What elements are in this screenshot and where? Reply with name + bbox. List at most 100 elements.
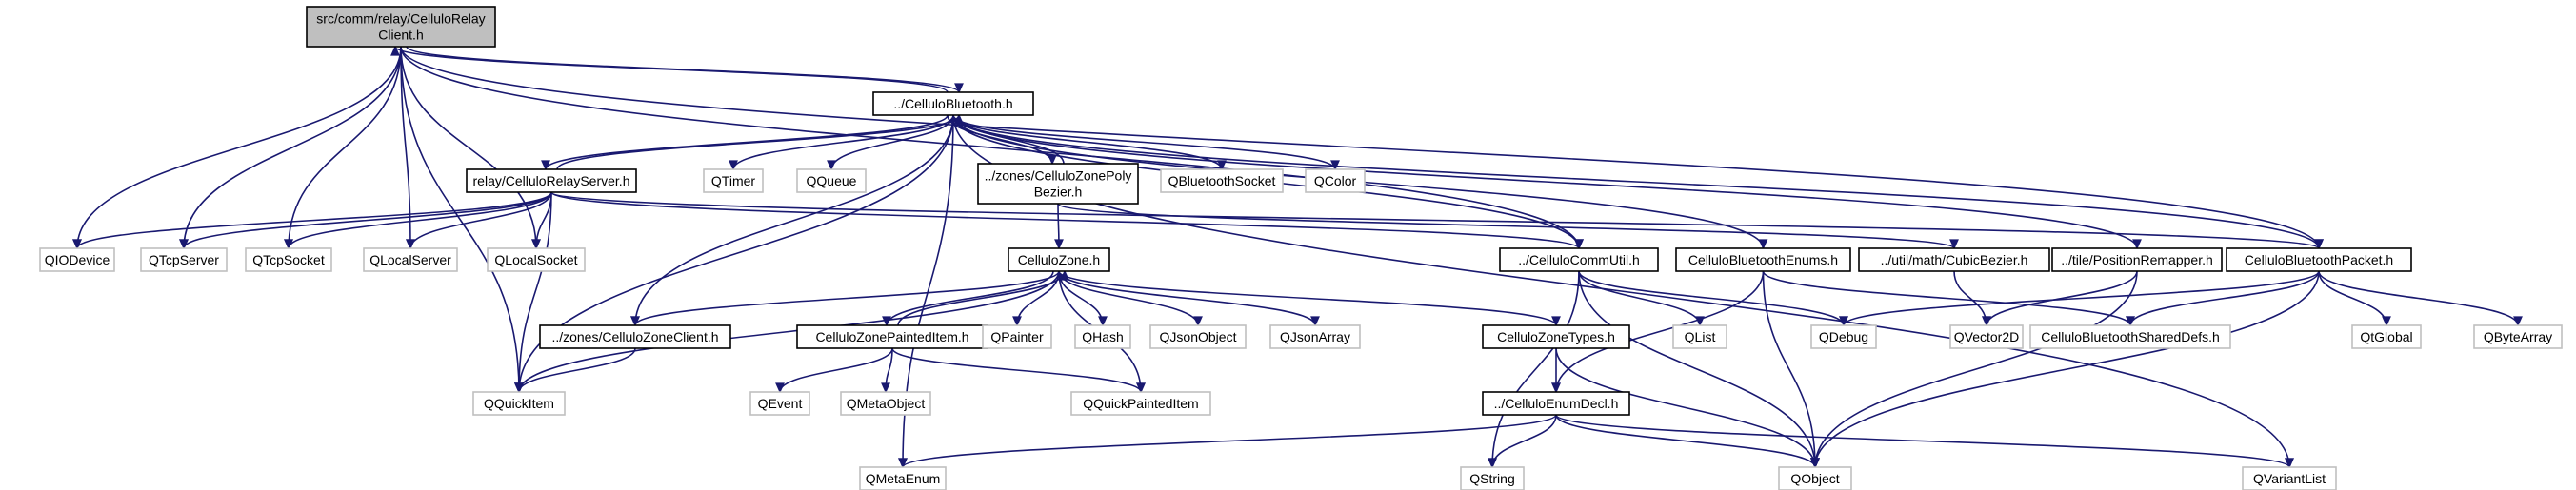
node-qtimer: QTimer — [703, 168, 764, 193]
node-zone[interactable]: CelluloZone.h — [1008, 247, 1110, 272]
node-qdebug: QDebug — [1810, 324, 1877, 349]
node-label: QQueue — [807, 173, 857, 188]
node-btpacket[interactable]: CelluloBluetoothPacket.h — [2226, 247, 2412, 272]
node-qjsonarray: QJsonArray — [1269, 324, 1361, 349]
edge-btpacket-to-qbytearray — [2318, 270, 2523, 327]
node-bluetooth[interactable]: ../CelluloBluetooth.h — [872, 91, 1034, 116]
edge-btpacket-to-qdebug — [1839, 270, 2320, 327]
edge-bluetooth-to-qcolor — [952, 114, 1340, 171]
node-btenums[interactable]: CelluloBluetoothEnums.h — [1675, 247, 1851, 272]
edge-zonepainted-to-zone — [897, 269, 1069, 326]
node-qmetaenum: QMetaEnum — [859, 466, 947, 490]
node-label: QHash — [1082, 329, 1124, 344]
node-zoneclient[interactable]: ../zones/CelluloZoneClient.h — [539, 324, 731, 349]
node-label: CelluloBluetoothEnums.h — [1688, 252, 1838, 267]
node-cubicbezier[interactable]: ../util/math/CubicBezier.h — [1858, 247, 2050, 272]
node-qhash: QHash — [1074, 324, 1131, 349]
node-label: ../zones/CelluloZoneClient.h — [551, 329, 718, 344]
edge-commutil-to-qdebug — [1578, 270, 1848, 327]
node-qcolor: QColor — [1305, 168, 1366, 193]
edge-zonepoly-to-bluetooth — [954, 113, 1065, 165]
node-label: QMetaEnum — [866, 471, 941, 486]
edge-bluetooth-to-relay_server — [541, 114, 949, 171]
edge-btpacket-to-shareddefs — [2126, 270, 2320, 327]
node-label: QVector2D — [1954, 329, 2019, 344]
edge-zone-to-qpainter — [1012, 270, 1060, 327]
node-label: ../CelluloEnumDecl.h — [1494, 396, 1619, 411]
edge-relay_client-to-qtcpserver — [179, 46, 402, 250]
node-qlocalsocket: QLocalSocket — [487, 247, 586, 272]
edge-zone-to-qjsonarray — [1058, 270, 1320, 327]
node-qtcpserver: QTcpServer — [140, 247, 228, 272]
edge-relay_server-to-qlocalserver — [406, 191, 552, 250]
edge-bluetooth-to-qqueue — [827, 114, 954, 171]
node-label: QMetaObject — [847, 396, 926, 411]
edge-bluetooth-to-relay_client — [390, 45, 949, 93]
edge-relay_server-to-qiodevice — [72, 191, 552, 250]
node-qlist: QList — [1672, 324, 1727, 349]
edge-zonepainted-to-qmetaobject — [881, 347, 893, 394]
edges-layer — [72, 45, 2523, 469]
node-label: src/comm/relay/CelluloRelay — [316, 11, 485, 27]
edge-btpacket-to-qobject — [1810, 270, 2320, 469]
edge-bluetooth-to-btpacket — [952, 114, 2324, 250]
node-label: QtGlobal — [2360, 329, 2412, 344]
edge-relay_server-to-bluetooth — [556, 113, 964, 170]
node-zonetypes[interactable]: CelluloZoneTypes.h — [1482, 324, 1630, 349]
node-enumdecl[interactable]: ../CelluloEnumDecl.h — [1482, 391, 1630, 416]
edge-enumdecl-to-qobject — [1555, 414, 1820, 469]
node-label: CelluloBluetoothPacket.h — [2245, 252, 2393, 267]
node-label: QQuickItem — [484, 396, 554, 411]
node-label: Client.h — [378, 28, 423, 43]
node-label: QVariantList — [2253, 471, 2326, 486]
node-label: QDebug — [1819, 329, 1868, 344]
edge-relay_client-to-qquickitem — [400, 46, 524, 394]
node-label: QJsonArray — [1280, 329, 1350, 344]
edge-enumdecl-to-qstring — [1488, 414, 1557, 469]
edge-zonepoly-to-zone — [1054, 203, 1064, 250]
node-qqueue: QQueue — [796, 168, 867, 193]
edge-bluetooth-to-posremap — [952, 114, 2142, 250]
node-label: QObject — [1790, 471, 1839, 486]
edge-zone-to-zonetypes — [1058, 270, 1561, 327]
edge-btenums-to-enumdecl — [1551, 270, 1765, 394]
node-label: ../CelluloBluetooth.h — [893, 96, 1012, 111]
edge-relay_server-to-commutil — [550, 191, 1584, 250]
edge-relay_server-to-qtcpsocket — [284, 191, 552, 250]
node-label: QPainter — [990, 329, 1044, 344]
node-label: QColor — [1314, 173, 1357, 188]
node-qvector2d: QVector2D — [1949, 324, 2024, 349]
node-label: QLocalSocket — [494, 252, 577, 267]
edge-zonepoly-to-cubicbezier — [1057, 203, 1959, 250]
node-qvariantlist: QVariantList — [2242, 466, 2337, 490]
node-label: ../zones/CelluloZonePoly — [985, 168, 1132, 184]
node-qquickpainted: QQuickPaintedItem — [1070, 391, 1211, 416]
node-label: CelluloZone.h — [1018, 252, 1100, 267]
node-label: QTcpSocket — [252, 252, 325, 267]
edge-enumdecl-to-qvariantlist — [1555, 414, 2294, 469]
node-label: CelluloZoneTypes.h — [1497, 329, 1615, 344]
edge-commutil-to-qobject — [1578, 270, 1820, 469]
node-label: ../tile/PositionRemapper.h — [2061, 252, 2213, 267]
node-label: ../CelluloCommUtil.h — [1518, 252, 1640, 267]
node-label: QLocalServer — [369, 252, 451, 267]
node-zonepainted[interactable]: CelluloZonePaintedItem.h — [796, 324, 988, 349]
node-qobject: QObject — [1778, 466, 1852, 490]
edge-commutil-to-qlist — [1578, 270, 1705, 327]
edge-zonepainted-to-qquickpainted — [891, 347, 1146, 394]
node-label: QBluetoothSocket — [1168, 173, 1276, 188]
node-shareddefs: CelluloBluetoothSharedDefs.h — [2029, 324, 2231, 349]
node-label: relay/CelluloRelayServer.h — [473, 173, 630, 188]
node-relay-server[interactable]: relay/CelluloRelayServer.h — [466, 168, 637, 193]
node-qtglobal: QtGlobal — [2351, 324, 2422, 349]
node-qbytearray: QByteArray — [2473, 324, 2563, 349]
node-commutil[interactable]: ../CelluloCommUtil.h — [1499, 247, 1659, 272]
node-posremap[interactable]: ../tile/PositionRemapper.h — [2051, 247, 2223, 272]
node-label: QString — [1469, 471, 1514, 486]
node-qevent: QEvent — [749, 391, 810, 416]
node-label: Bezier.h — [1034, 185, 1083, 200]
